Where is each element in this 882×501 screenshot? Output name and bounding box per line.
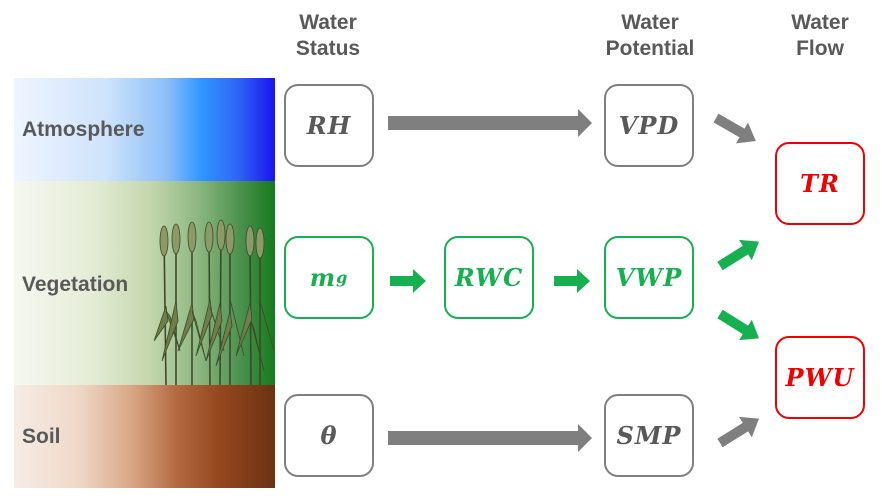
arrow-vpd-to-tr <box>713 113 756 144</box>
node-smp-label: SMP <box>616 421 682 450</box>
header-line: Water <box>299 11 357 34</box>
node-rwc: RWC <box>444 236 534 319</box>
header-line: Water <box>621 11 679 34</box>
node-rwc-label: RWC <box>454 263 524 292</box>
node-theta-label: θ <box>320 421 338 450</box>
vegetation-band: Vegetation <box>14 181 275 385</box>
soil-band: Soil <box>14 385 275 488</box>
header-line: Potential <box>605 37 695 60</box>
node-smp: SMP <box>604 394 694 477</box>
node-mg-base: m <box>309 263 337 292</box>
atmosphere-band: Atmosphere <box>14 78 275 181</box>
node-tr: TR <box>775 142 865 225</box>
header-water-potential: Water Potential <box>590 10 710 62</box>
arrow-smp-to-pwu <box>717 416 760 448</box>
arrow-rh-to-vpd <box>388 109 592 137</box>
header-line: Status <box>295 37 361 60</box>
atmosphere-label: Atmosphere <box>22 118 145 141</box>
header-line: Flow <box>796 37 844 60</box>
node-vpd: VPD <box>604 84 694 167</box>
vegetation-label: Vegetation <box>22 273 129 296</box>
header-water-flow: Water Flow <box>770 10 870 62</box>
header-water-status: Water Status <box>278 10 378 62</box>
arrow-vwp-to-tr <box>717 239 760 271</box>
node-rh-label: RH <box>306 111 352 140</box>
node-theta: θ <box>284 394 374 477</box>
arrow-vwp-to-pwu <box>717 309 760 341</box>
arrow-theta-to-smp <box>388 424 592 452</box>
node-vwp: VWP <box>604 236 694 319</box>
header-line: Water <box>791 11 849 34</box>
soil-label: Soil <box>22 425 61 448</box>
node-vwp-label: VWP <box>615 263 683 292</box>
arrow-rwc-to-vwp <box>554 269 590 293</box>
node-vpd-label: VPD <box>618 111 680 140</box>
node-pwu: PWU <box>775 336 865 419</box>
node-rh: RH <box>284 84 374 167</box>
node-tr-label: TR <box>800 169 840 198</box>
arrow-mg-to-rwc <box>390 269 426 293</box>
node-pwu-label: PWU <box>785 363 855 392</box>
node-mg-subscript: g <box>336 268 349 287</box>
wheat-plants-icon <box>154 219 274 385</box>
